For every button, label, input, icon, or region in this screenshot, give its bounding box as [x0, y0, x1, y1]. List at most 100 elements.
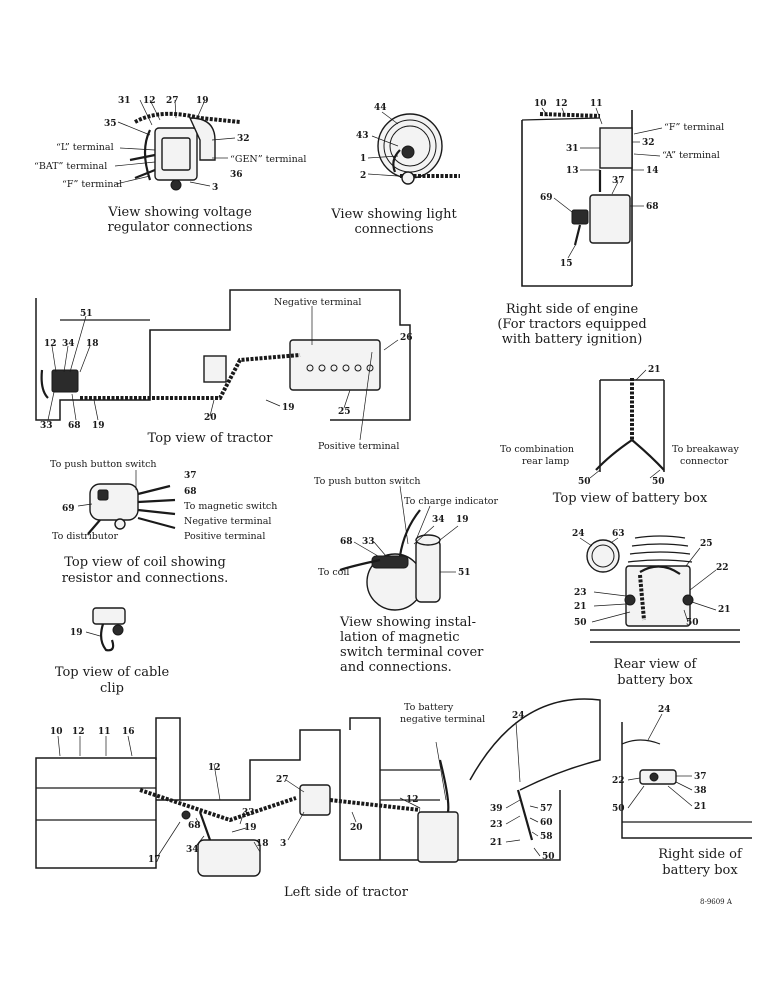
callout-31: 31 [118, 96, 131, 106]
callout-58: 58 [540, 832, 553, 842]
callout-43: 43 [356, 131, 369, 141]
label-positive-terminal: Positive terminal [318, 441, 399, 452]
callout-27: 27 [166, 96, 179, 106]
callout-39: 39 [490, 804, 503, 814]
callout-20: 20 [350, 823, 363, 833]
callout-12: 12 [555, 99, 568, 109]
caption-cable-clip-2: clip [100, 681, 124, 696]
caption-top-tractor: Top view of tractor [148, 431, 274, 446]
label-ms-charge-indicator: To charge indicator [404, 496, 499, 507]
callout-35: 35 [104, 119, 117, 129]
label-l-terminal: “L” terminal [56, 142, 114, 153]
label-to-combination: To combination [500, 444, 574, 455]
callout-63: 63 [612, 529, 625, 539]
callout-3: 3 [212, 183, 218, 193]
callout-50: 50 [652, 477, 665, 487]
callout-23: 23 [574, 588, 587, 598]
right-side-engine-view: 10 12 11 32 31 13 14 37 69 68 15 “F” ter… [497, 99, 724, 347]
label-negative-terminal: Negative terminal [274, 297, 361, 308]
callout-26: 26 [400, 333, 413, 343]
callout-2: 2 [360, 171, 366, 181]
callout-19: 19 [92, 421, 105, 431]
callout-19: 19 [70, 628, 83, 638]
callout-15: 15 [560, 259, 573, 269]
callout-69: 69 [540, 193, 553, 203]
left-side-tractor-view: 10 12 11 16 12 27 33 19 68 17 34 18 3 20… [35, 698, 601, 900]
callout-27: 27 [276, 775, 289, 785]
callout-24: 24 [572, 529, 585, 539]
callout-68: 68 [646, 202, 659, 212]
label-coil-distributor: To distributor [52, 531, 118, 542]
callout-68: 68 [340, 537, 353, 547]
callout-12: 12 [143, 96, 156, 106]
rear-view-battery-box: 24 63 25 22 23 21 21 50 50 Rear view of … [572, 529, 740, 688]
caption-rear-battery-box-2: battery box [617, 673, 693, 688]
top-view-tractor: 51 12 34 18 33 68 19 20 19 25 26 Negativ… [35, 289, 413, 452]
callout-12: 12 [208, 763, 221, 773]
callout-19: 19 [244, 823, 257, 833]
callout-11: 11 [590, 99, 603, 109]
label-bat-terminal: “BAT” terminal [34, 161, 107, 172]
callout-37: 37 [612, 176, 625, 186]
callout-24: 24 [512, 711, 525, 721]
caption-ms-1: View showing instal- [339, 615, 476, 630]
coil-view: To push button switch 37 68 69 To magnet… [50, 459, 277, 586]
callout-23: 23 [490, 820, 503, 830]
cable-clip-view: 19 Top view of cable clip [55, 607, 170, 696]
callout-25: 25 [338, 407, 351, 417]
caption-light-2: connections [354, 222, 433, 237]
callout-16: 16 [122, 727, 135, 737]
label-to-battery: To battery [404, 702, 454, 713]
callout-32: 32 [642, 138, 655, 148]
caption-right-engine-2: (For tractors equipped [497, 317, 646, 332]
label-coil-negative: Negative terminal [184, 516, 271, 527]
callout-21: 21 [574, 602, 587, 612]
callout-57: 57 [540, 804, 553, 814]
callout-12: 12 [44, 339, 57, 349]
callout-50: 50 [686, 618, 699, 628]
voltage-regulator-view: 31 12 27 19 35 32 36 3 “L” terminal “BAT… [34, 96, 306, 235]
caption-ms-2: lation of magnetic [340, 630, 460, 645]
label-gen-terminal: “GEN” terminal [230, 154, 306, 165]
label-coil-positive: Positive terminal [184, 531, 265, 542]
caption-right-battery-box-2: battery box [662, 863, 738, 878]
callout-33: 33 [40, 421, 53, 431]
callout-34: 34 [186, 845, 199, 855]
callout-10: 10 [534, 99, 547, 109]
label-f-terminal: “F” terminal [62, 179, 122, 190]
label-f-terminal-engine: “F” terminal [664, 122, 724, 133]
callout-68: 68 [184, 487, 197, 497]
callout-33: 33 [242, 808, 255, 818]
callout-38: 38 [694, 786, 707, 796]
label-rear-lamp: rear lamp [522, 456, 569, 467]
callout-22: 22 [612, 776, 625, 786]
label-coil-push-button: To push button switch [50, 459, 157, 470]
label-ms-to-coil: To coil [318, 567, 349, 578]
callout-1: 1 [360, 154, 366, 164]
callout-10: 10 [50, 727, 63, 737]
callout-33: 33 [362, 537, 375, 547]
top-view-battery-box: 21 50 50 To combination rear lamp To bre… [500, 365, 739, 506]
callout-20: 20 [204, 413, 217, 423]
caption-cable-clip-1: Top view of cable [55, 665, 170, 680]
label-coil-magnetic-switch: To magnetic switch [184, 501, 277, 512]
callout-69: 69 [62, 504, 75, 514]
label-ms-push-button: To push button switch [314, 476, 421, 487]
callout-50: 50 [612, 804, 625, 814]
caption-left-tractor: Left side of tractor [284, 885, 409, 900]
callout-34: 34 [62, 339, 75, 349]
callout-18: 18 [256, 839, 269, 849]
caption-right-engine-3: with battery ignition) [502, 332, 643, 347]
callout-31: 31 [566, 144, 579, 154]
callout-32: 32 [237, 134, 250, 144]
light-connections-view: 44 43 1 2 View showing light connections [330, 103, 460, 237]
callout-21: 21 [648, 365, 661, 375]
callout-14: 14 [646, 166, 659, 176]
caption-light-1: View showing light [330, 207, 457, 222]
label-connector: connector [680, 456, 729, 467]
callout-50: 50 [574, 618, 587, 628]
callout-3: 3 [280, 839, 286, 849]
callout-21: 21 [718, 605, 731, 615]
callout-34: 34 [432, 515, 445, 525]
callout-24: 24 [658, 705, 671, 715]
